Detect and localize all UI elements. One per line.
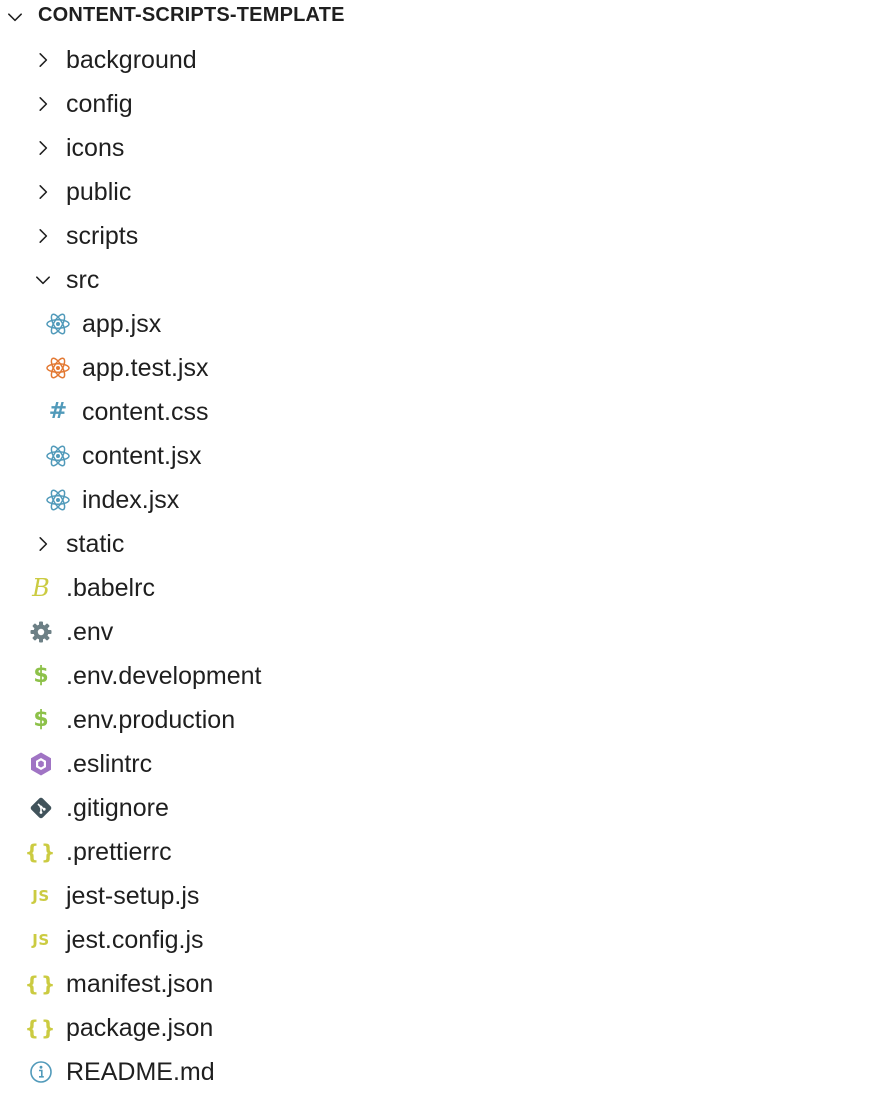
tree-file-eslintrc[interactable]: .eslintrc <box>0 742 894 786</box>
tree-file-content-css[interactable]: # content.css <box>0 390 894 434</box>
tree-file-app-test-jsx[interactable]: app.test.jsx <box>0 346 894 390</box>
tree-file-index-jsx[interactable]: index.jsx <box>0 478 894 522</box>
tree-item-label: content.jsx <box>82 442 202 470</box>
tree-item-label: .prettierrc <box>66 838 172 866</box>
tree-file-package-json[interactable]: {} package.json <box>0 1006 894 1050</box>
tree-item-label: app.test.jsx <box>82 354 209 382</box>
js-icon: JS <box>32 930 50 949</box>
tree-folder-background[interactable]: background <box>0 38 894 82</box>
react-icon <box>45 311 71 337</box>
react-icon <box>45 487 71 513</box>
tree-item-label: src <box>66 266 100 294</box>
tree-file-readme-md[interactable]: README.md <box>0 1050 894 1094</box>
tree-file-jest-setup-js[interactable]: JS jest-setup.js <box>0 874 894 918</box>
tree-item-label: jest.config.js <box>66 926 204 954</box>
tree-file-gitignore[interactable]: .gitignore <box>0 786 894 830</box>
tree-folder-static[interactable]: static <box>0 522 894 566</box>
tree-item-label: app.jsx <box>82 310 162 338</box>
explorer-section-header[interactable]: CONTENT-SCRIPTS-TEMPLATE <box>0 0 894 34</box>
tree-item-label: scripts <box>66 222 139 250</box>
babel-icon: B <box>32 574 50 602</box>
tree-item-label: public <box>66 178 132 206</box>
tree-item-label: content.css <box>82 398 209 426</box>
chevron-down-icon[interactable] <box>34 271 52 289</box>
tree-item-label: .eslintrc <box>66 750 153 778</box>
tree-folder-scripts[interactable]: scripts <box>0 214 894 258</box>
tree-item-label: .babelrc <box>66 574 155 602</box>
js-icon: JS <box>32 886 50 905</box>
react-icon <box>45 443 71 469</box>
css-hash-icon: # <box>48 399 68 424</box>
tree-item-label: manifest.json <box>66 970 214 998</box>
tree-item-label: .env.production <box>66 706 236 734</box>
tree-item-label: static <box>66 530 125 558</box>
tree-item-label: README.md <box>66 1058 215 1086</box>
chevron-right-icon[interactable] <box>34 183 52 201</box>
react-test-icon <box>45 355 71 381</box>
tree-item-label: jest-setup.js <box>66 882 200 910</box>
chevron-right-icon[interactable] <box>34 139 52 157</box>
tree-item-label: package.json <box>66 1014 214 1042</box>
chevron-down-icon[interactable] <box>6 8 24 26</box>
tree-item-label: index.jsx <box>82 486 180 514</box>
tree-file-manifest-json[interactable]: {} manifest.json <box>0 962 894 1006</box>
dollar-icon: $ <box>33 663 49 688</box>
tree-file-app-jsx[interactable]: app.jsx <box>0 302 894 346</box>
chevron-right-icon[interactable] <box>34 95 52 113</box>
file-tree: background config icons public scripts s… <box>0 38 894 1094</box>
gear-icon <box>28 619 54 645</box>
tree-folder-icons[interactable]: icons <box>0 126 894 170</box>
tree-folder-src[interactable]: src <box>0 258 894 302</box>
tree-file-jest-config-js[interactable]: JS jest.config.js <box>0 918 894 962</box>
tree-file-env-production[interactable]: $ .env.production <box>0 698 894 742</box>
dollar-icon: $ <box>33 707 49 732</box>
tree-file-env-development[interactable]: $ .env.development <box>0 654 894 698</box>
tree-file-env[interactable]: .env <box>0 610 894 654</box>
tree-folder-public[interactable]: public <box>0 170 894 214</box>
chevron-right-icon[interactable] <box>34 227 52 245</box>
chevron-right-icon[interactable] <box>34 535 52 553</box>
chevron-right-icon[interactable] <box>34 51 52 69</box>
tree-item-label: background <box>66 46 197 74</box>
tree-item-label: icons <box>66 134 125 162</box>
braces-icon: {} <box>24 840 58 864</box>
info-icon <box>28 1059 54 1085</box>
tree-item-label: config <box>66 90 133 118</box>
eslint-icon <box>28 751 54 777</box>
braces-icon: {} <box>24 1016 58 1040</box>
tree-folder-config[interactable]: config <box>0 82 894 126</box>
tree-item-label: .env <box>66 618 114 646</box>
braces-icon: {} <box>24 972 58 996</box>
git-icon <box>28 795 54 821</box>
tree-item-label: .env.development <box>66 662 262 690</box>
tree-file-content-jsx[interactable]: content.jsx <box>0 434 894 478</box>
tree-file-babelrc[interactable]: B .babelrc <box>0 566 894 610</box>
tree-item-label: .gitignore <box>66 794 169 822</box>
explorer-section-title: CONTENT-SCRIPTS-TEMPLATE <box>38 4 345 26</box>
tree-file-prettierrc[interactable]: {} .prettierrc <box>0 830 894 874</box>
